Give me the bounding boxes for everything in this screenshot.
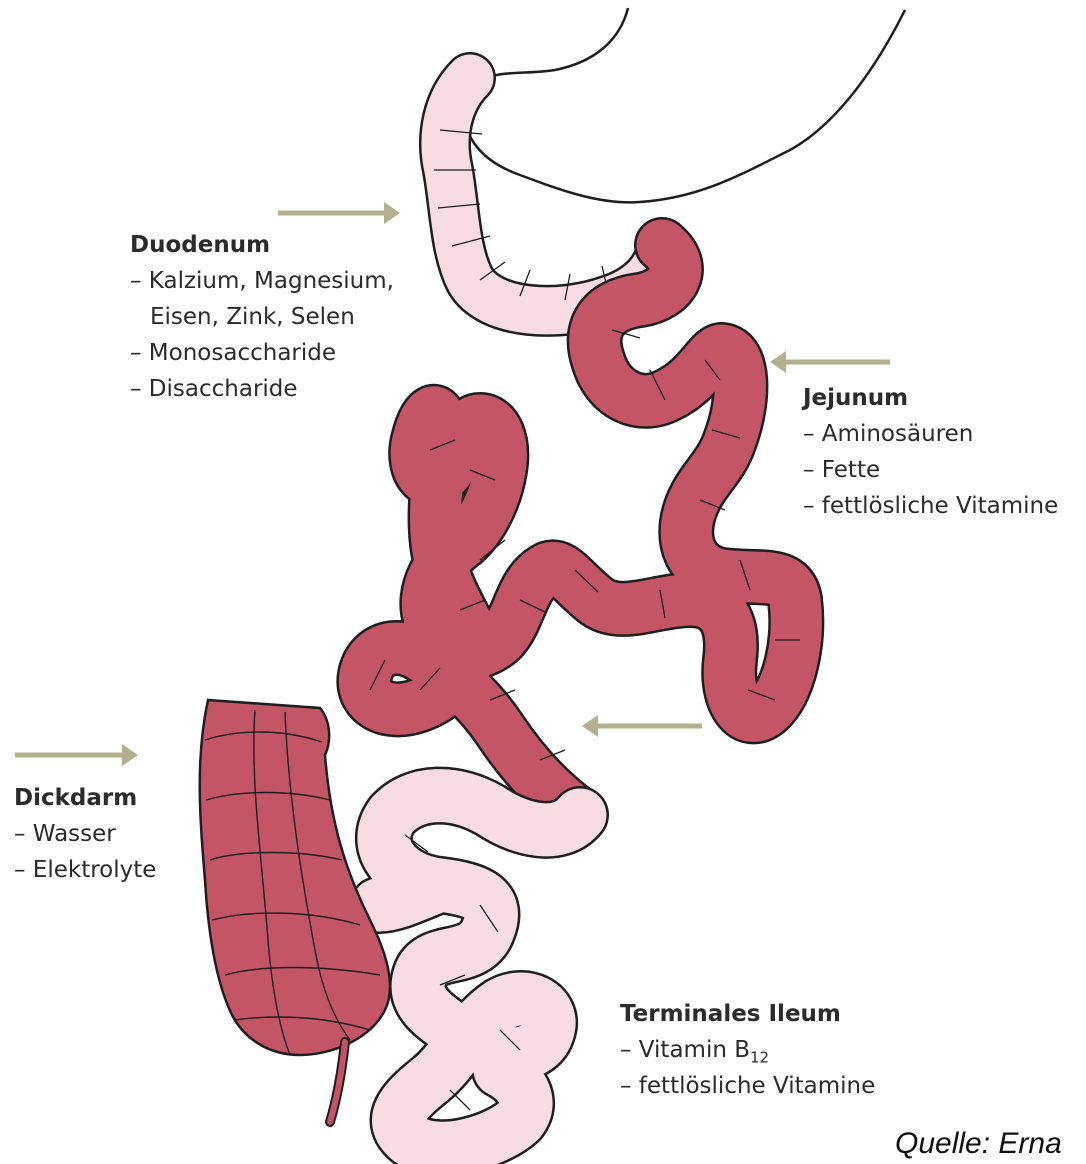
jejunum-item: – fettlösliche Vitamine xyxy=(803,488,1058,524)
arrow-jejunum xyxy=(770,351,890,373)
duodenum-item: – Monosaccharide xyxy=(130,335,394,371)
label-dickdarm: Dickdarm – Wasser – Elektrolyte xyxy=(14,780,156,888)
ileum-vitamin-subscript: 12 xyxy=(750,1049,769,1067)
jejunum-item: – Fette xyxy=(803,452,1058,488)
ileum-item: – fettlösliche Vitamine xyxy=(620,1068,875,1104)
stomach-outline xyxy=(465,8,905,202)
label-duodenum: Duodenum – Kalzium, Magnesium, Eisen, Zi… xyxy=(130,227,394,407)
label-ileum: Terminales Ileum – Vitamin B12 – fettlös… xyxy=(620,996,875,1104)
dickdarm-item: – Elektrolyte xyxy=(14,852,156,888)
ileum-title: Terminales Ileum xyxy=(620,996,875,1032)
duodenum-item: – Kalzium, Magnesium, xyxy=(130,263,394,299)
duodenum-item: Eisen, Zink, Selen xyxy=(130,299,394,335)
source-credit: Quelle: Erna xyxy=(895,1127,1062,1161)
label-jejunum: Jejunum – Aminosäuren – Fette – fettlösl… xyxy=(803,380,1058,524)
jejunum-title: Jejunum xyxy=(803,380,1058,416)
dickdarm-title: Dickdarm xyxy=(14,780,156,816)
jejunum-item: – Aminosäuren xyxy=(803,416,1058,452)
arrow-dickdarm xyxy=(15,744,138,766)
duodenum-item: – Disaccharide xyxy=(130,371,394,407)
ileum-vitamin-prefix: – Vitamin B xyxy=(620,1037,750,1063)
dickdarm-item: – Wasser xyxy=(14,816,156,852)
arrow-ileum xyxy=(582,715,702,737)
colon xyxy=(200,700,390,1122)
duodenum-title: Duodenum xyxy=(130,227,394,263)
arrow-duodenum xyxy=(278,202,400,224)
ileum-item: – Vitamin B12 xyxy=(620,1032,875,1068)
